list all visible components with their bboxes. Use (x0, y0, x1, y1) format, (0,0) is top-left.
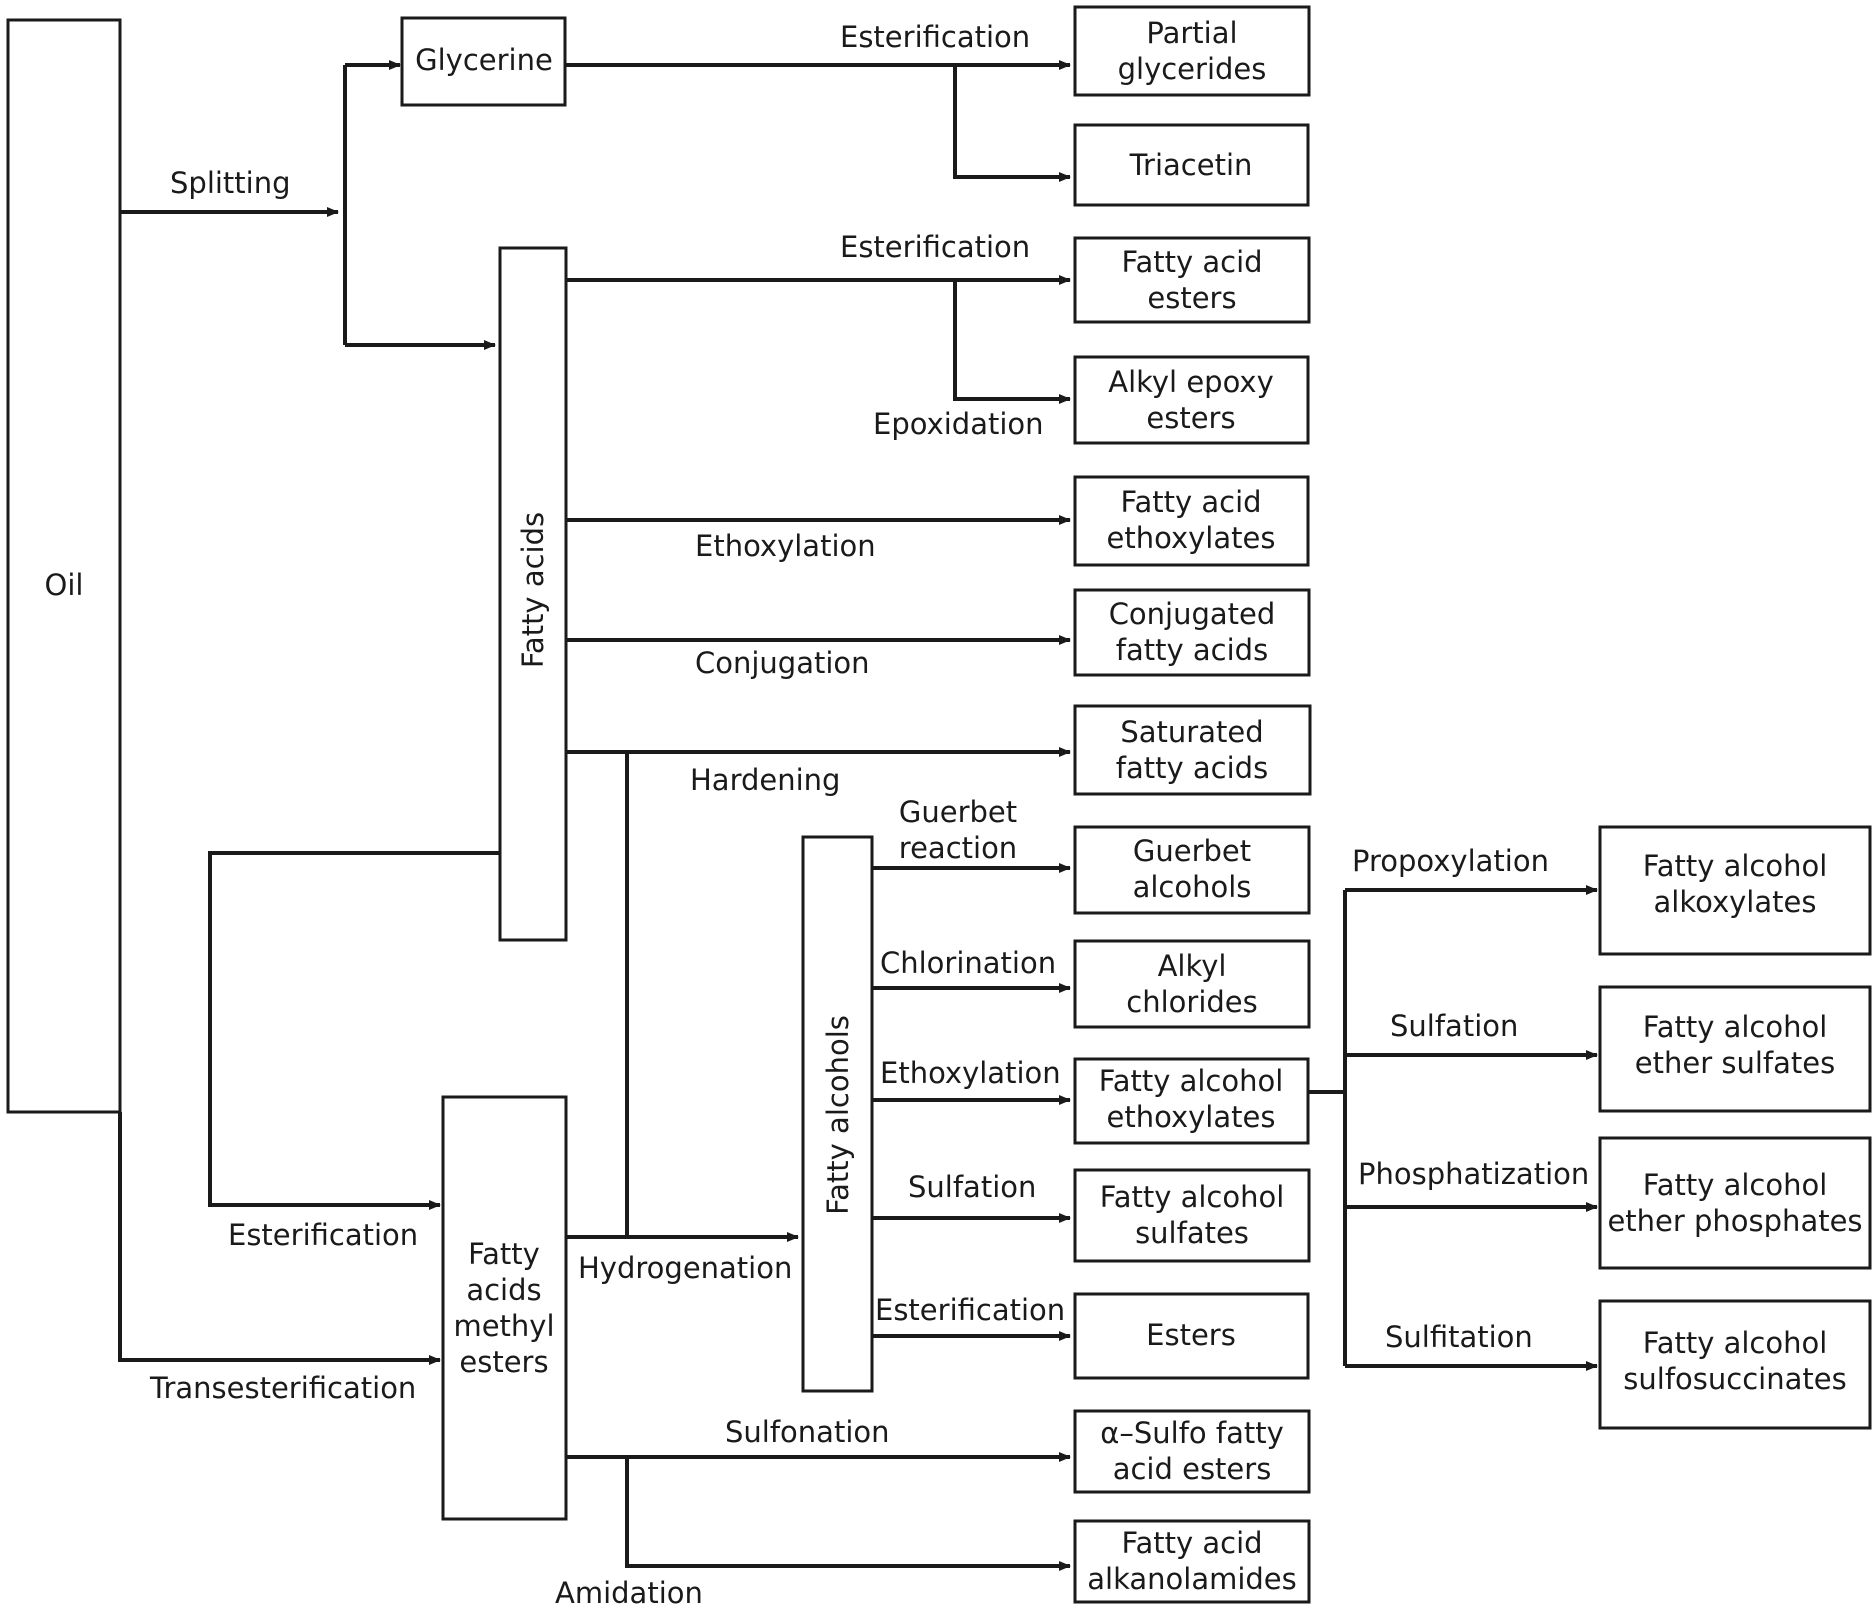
ethoxylation-fatty-acids-label: Ethoxylation (695, 529, 876, 563)
text-line: Guerbet (1133, 834, 1251, 868)
fame-box (443, 1097, 566, 1519)
fatty-alcohols-label: Fatty alcohols (821, 1015, 855, 1215)
conjugation-label: Conjugation (695, 646, 870, 680)
triacetin-label: Triacetin (1129, 148, 1253, 182)
amidation-label: Amidation (555, 1576, 703, 1610)
ethoxylation-fatty-alcohols-label: Ethoxylation (880, 1056, 1061, 1090)
oil-label: Oil (45, 568, 84, 602)
text-line: Saturated (1120, 715, 1263, 749)
text-line: methyl (453, 1309, 554, 1343)
text-line: Conjugated (1109, 597, 1276, 631)
fatty-alcohol-ether-phosphates-box (1600, 1138, 1870, 1268)
propoxylation-label: Propoxylation (1352, 844, 1549, 878)
text-line: ether phosphates (1607, 1204, 1862, 1238)
text-line: glycerides (1118, 52, 1267, 86)
text-line: Fatty acid (1120, 485, 1261, 519)
sulfation-fatty-alcohols-label: Sulfation (908, 1170, 1036, 1204)
text-line: ethoxylates (1107, 521, 1276, 555)
esterification-fatty-acids-label: Esterification (840, 230, 1030, 264)
text-line: alcohols (1133, 870, 1252, 904)
text-line: sulfates (1135, 1216, 1249, 1250)
text-line: sulfosuccinates (1623, 1362, 1846, 1396)
text-line: Fatty alcohol (1100, 1180, 1285, 1214)
text-line: Alkyl (1158, 949, 1227, 983)
esters-label: Esters (1146, 1318, 1236, 1352)
text-line: Fatty alcohol (1099, 1064, 1284, 1098)
text-line: Fatty acid (1121, 245, 1262, 279)
hydrogenation-label: Hydrogenation (578, 1251, 792, 1285)
text-line: Triacetin (1129, 148, 1253, 182)
text-line: Fatty alcohol (1643, 1326, 1828, 1360)
oil-box (8, 20, 120, 1112)
text-line: alkanolamides (1087, 1562, 1297, 1596)
phosphatization-label: Phosphatization (1358, 1157, 1589, 1191)
fa-to-alkyl-epoxy-esters (955, 280, 1070, 399)
hardening-label: Hardening (690, 763, 840, 797)
esterification-to-fame-label: Esterification (228, 1218, 418, 1252)
chlorination-label: Chlorination (880, 946, 1056, 980)
glycerine-label: Glycerine (415, 43, 553, 77)
epoxidation-label: Epoxidation (873, 407, 1044, 441)
esterification-fatty-alcohols-label: Esterification (875, 1293, 1065, 1327)
text-line: ether sulfates (1635, 1046, 1835, 1080)
fame-to-alkanolamides (627, 1457, 1070, 1566)
text-line: Partial (1146, 16, 1237, 50)
esterification-glycerine-label: Esterification (840, 20, 1030, 54)
text-line: esters (1147, 281, 1236, 315)
text-line: Fatty alcohol (1643, 849, 1828, 883)
text-line: Fatty alcohol (1643, 1168, 1828, 1202)
sulfation-ethoxylates-label: Sulfation (1390, 1009, 1518, 1043)
fatty-acids-label: Fatty acids (516, 512, 550, 668)
text-line: Esters (1146, 1318, 1236, 1352)
text-line: esters (1146, 401, 1235, 435)
text-line: acid esters (1113, 1452, 1272, 1486)
text-line: Fatty alcohol (1643, 1010, 1828, 1044)
splitting-label: Splitting (170, 166, 291, 200)
text-line: acids (466, 1273, 541, 1307)
text-line: Alkyl epoxy (1108, 365, 1274, 399)
text-line: fatty acids (1116, 751, 1268, 785)
text-line: esters (459, 1345, 548, 1379)
text-line: chlorides (1126, 985, 1257, 1019)
text-line: α–Sulfo fatty (1100, 1416, 1284, 1450)
text-line: alkoxylates (1654, 885, 1817, 919)
text-line: Fatty acid (1121, 1526, 1262, 1560)
guerbet-reaction-label: Guerbetreaction (899, 795, 1017, 865)
text-line: Fatty (468, 1237, 540, 1271)
text-line: fatty acids (1116, 633, 1268, 667)
text-line: reaction (899, 831, 1017, 865)
text-line: Guerbet (899, 795, 1017, 829)
sulfitation-label: Sulfitation (1385, 1320, 1533, 1354)
text-line: ethoxylates (1107, 1100, 1276, 1134)
glycerine-to-triacetin (955, 65, 1070, 177)
sulfonation-label: Sulfonation (725, 1415, 890, 1449)
transesterification-label: Transesterification (149, 1371, 416, 1405)
